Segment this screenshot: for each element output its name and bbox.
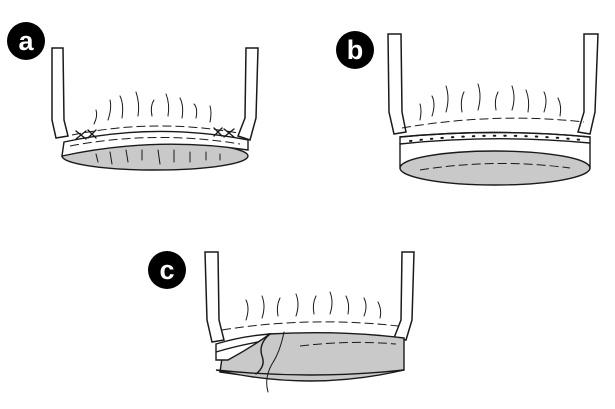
panel-b-stitch-line-upper [401, 117, 585, 129]
panel-a-sleeve-right-wall [237, 47, 259, 141]
panel-b-sleeve-right-wall [577, 33, 599, 135]
panel-a-stitch-line-lower [69, 137, 241, 147]
panel-b-sleeve-left-wall [387, 33, 407, 135]
panel-c-sleeve-right-wall [392, 251, 415, 341]
step-badge-b-circle [336, 31, 374, 69]
step-badge-c-label: c [159, 255, 174, 285]
panel-b [387, 33, 599, 186]
panel-a-stitch-line-upper [71, 125, 239, 136]
panel-b-cuff-inner-line [419, 162, 571, 171]
step-badge-c: c [148, 251, 186, 289]
panel-a-inner-wrinkles [95, 149, 221, 165]
panel-a [51, 47, 259, 171]
panel-b-stitch-dots [409, 134, 583, 142]
panel-a-sleeve-left-wall [51, 47, 69, 139]
step-badge-b-label: b [347, 35, 364, 65]
step-badge-c-circle [148, 251, 186, 289]
panel-a-gathered-band [61, 130, 249, 157]
step-badge-a-label: a [18, 26, 34, 56]
panel-c-sleeve-left-wall [204, 251, 225, 343]
panel-c-cuff-opening [215, 369, 405, 382]
panel-a-gather-wrinkles [93, 91, 212, 125]
panel-c [204, 251, 415, 393]
panel-c-gather-wrinkles [245, 291, 382, 321]
panel-c-band-line [215, 341, 259, 353]
panel-b-band-second-edge [399, 138, 591, 145]
panel-b-gather-wrinkles [419, 83, 562, 121]
panel-b-band-top-edge [399, 131, 591, 138]
panel-c-stitch-line-lower [299, 341, 397, 347]
step-badge-b: b [336, 31, 374, 69]
panel-a-pin-left [75, 129, 97, 140]
step-badge-a: a [7, 22, 45, 60]
step-badge-a-circle [7, 22, 45, 60]
panel-c-fold-curl [255, 333, 271, 375]
panel-b-cuff-opening [399, 150, 591, 186]
panel-a-pin-right [213, 127, 235, 138]
panel-c-stitch-line [221, 321, 399, 331]
panel-c-hanging-thread [266, 331, 285, 393]
